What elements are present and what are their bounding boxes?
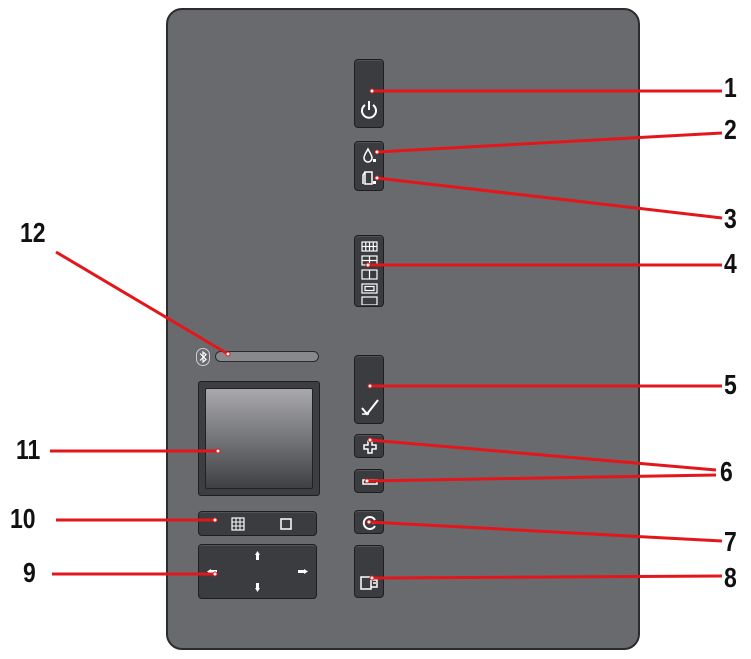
callout-7: 7: [724, 526, 737, 557]
paper-feed-button[interactable]: [354, 545, 384, 598]
callout-10: 10: [10, 503, 36, 534]
callout-6: 6: [720, 456, 733, 487]
arrow-keys-icon: [207, 551, 308, 592]
leader-line-2: [376, 131, 723, 154]
ink-drop-icon: [363, 147, 376, 163]
plus-icon: [363, 440, 377, 454]
callout-11: 11: [16, 434, 41, 465]
display-mode-buttons[interactable]: [198, 511, 317, 536]
paper-feed-icon: [360, 576, 378, 590]
leader-line-3: [376, 176, 723, 220]
callout-5: 5: [724, 369, 737, 400]
power-button[interactable]: [354, 59, 384, 128]
leader-line-8: [371, 574, 723, 580]
leader-line-7: [368, 520, 723, 543]
leader-line-6a: [369, 438, 717, 472]
single-view-icon[interactable]: [279, 517, 293, 531]
paper-icon: [362, 171, 376, 185]
callout-1: 1: [724, 72, 737, 103]
bluetooth-slot: [215, 351, 319, 362]
callout-9: 9: [23, 557, 36, 588]
ink-paper-button[interactable]: [354, 141, 384, 191]
ok-button[interactable]: [354, 355, 384, 424]
callout-8: 8: [724, 562, 737, 593]
callout-12: 12: [20, 217, 46, 248]
lcd-screen: [198, 381, 320, 496]
layout-button[interactable]: [354, 235, 384, 307]
control-panel: [166, 8, 640, 650]
callout-4: 4: [724, 248, 737, 279]
callout-3: 3: [724, 203, 737, 234]
leader-line-12: [55, 250, 229, 356]
direction-pad[interactable]: [198, 544, 317, 599]
lcd-display-area: [205, 388, 313, 489]
leader-line-6b: [366, 473, 717, 483]
index-grid-icon[interactable]: [231, 517, 245, 531]
checkmark-icon: [361, 399, 379, 416]
bluetooth-icon: [196, 348, 210, 366]
power-icon: [361, 101, 377, 119]
callout-2: 2: [724, 114, 737, 145]
